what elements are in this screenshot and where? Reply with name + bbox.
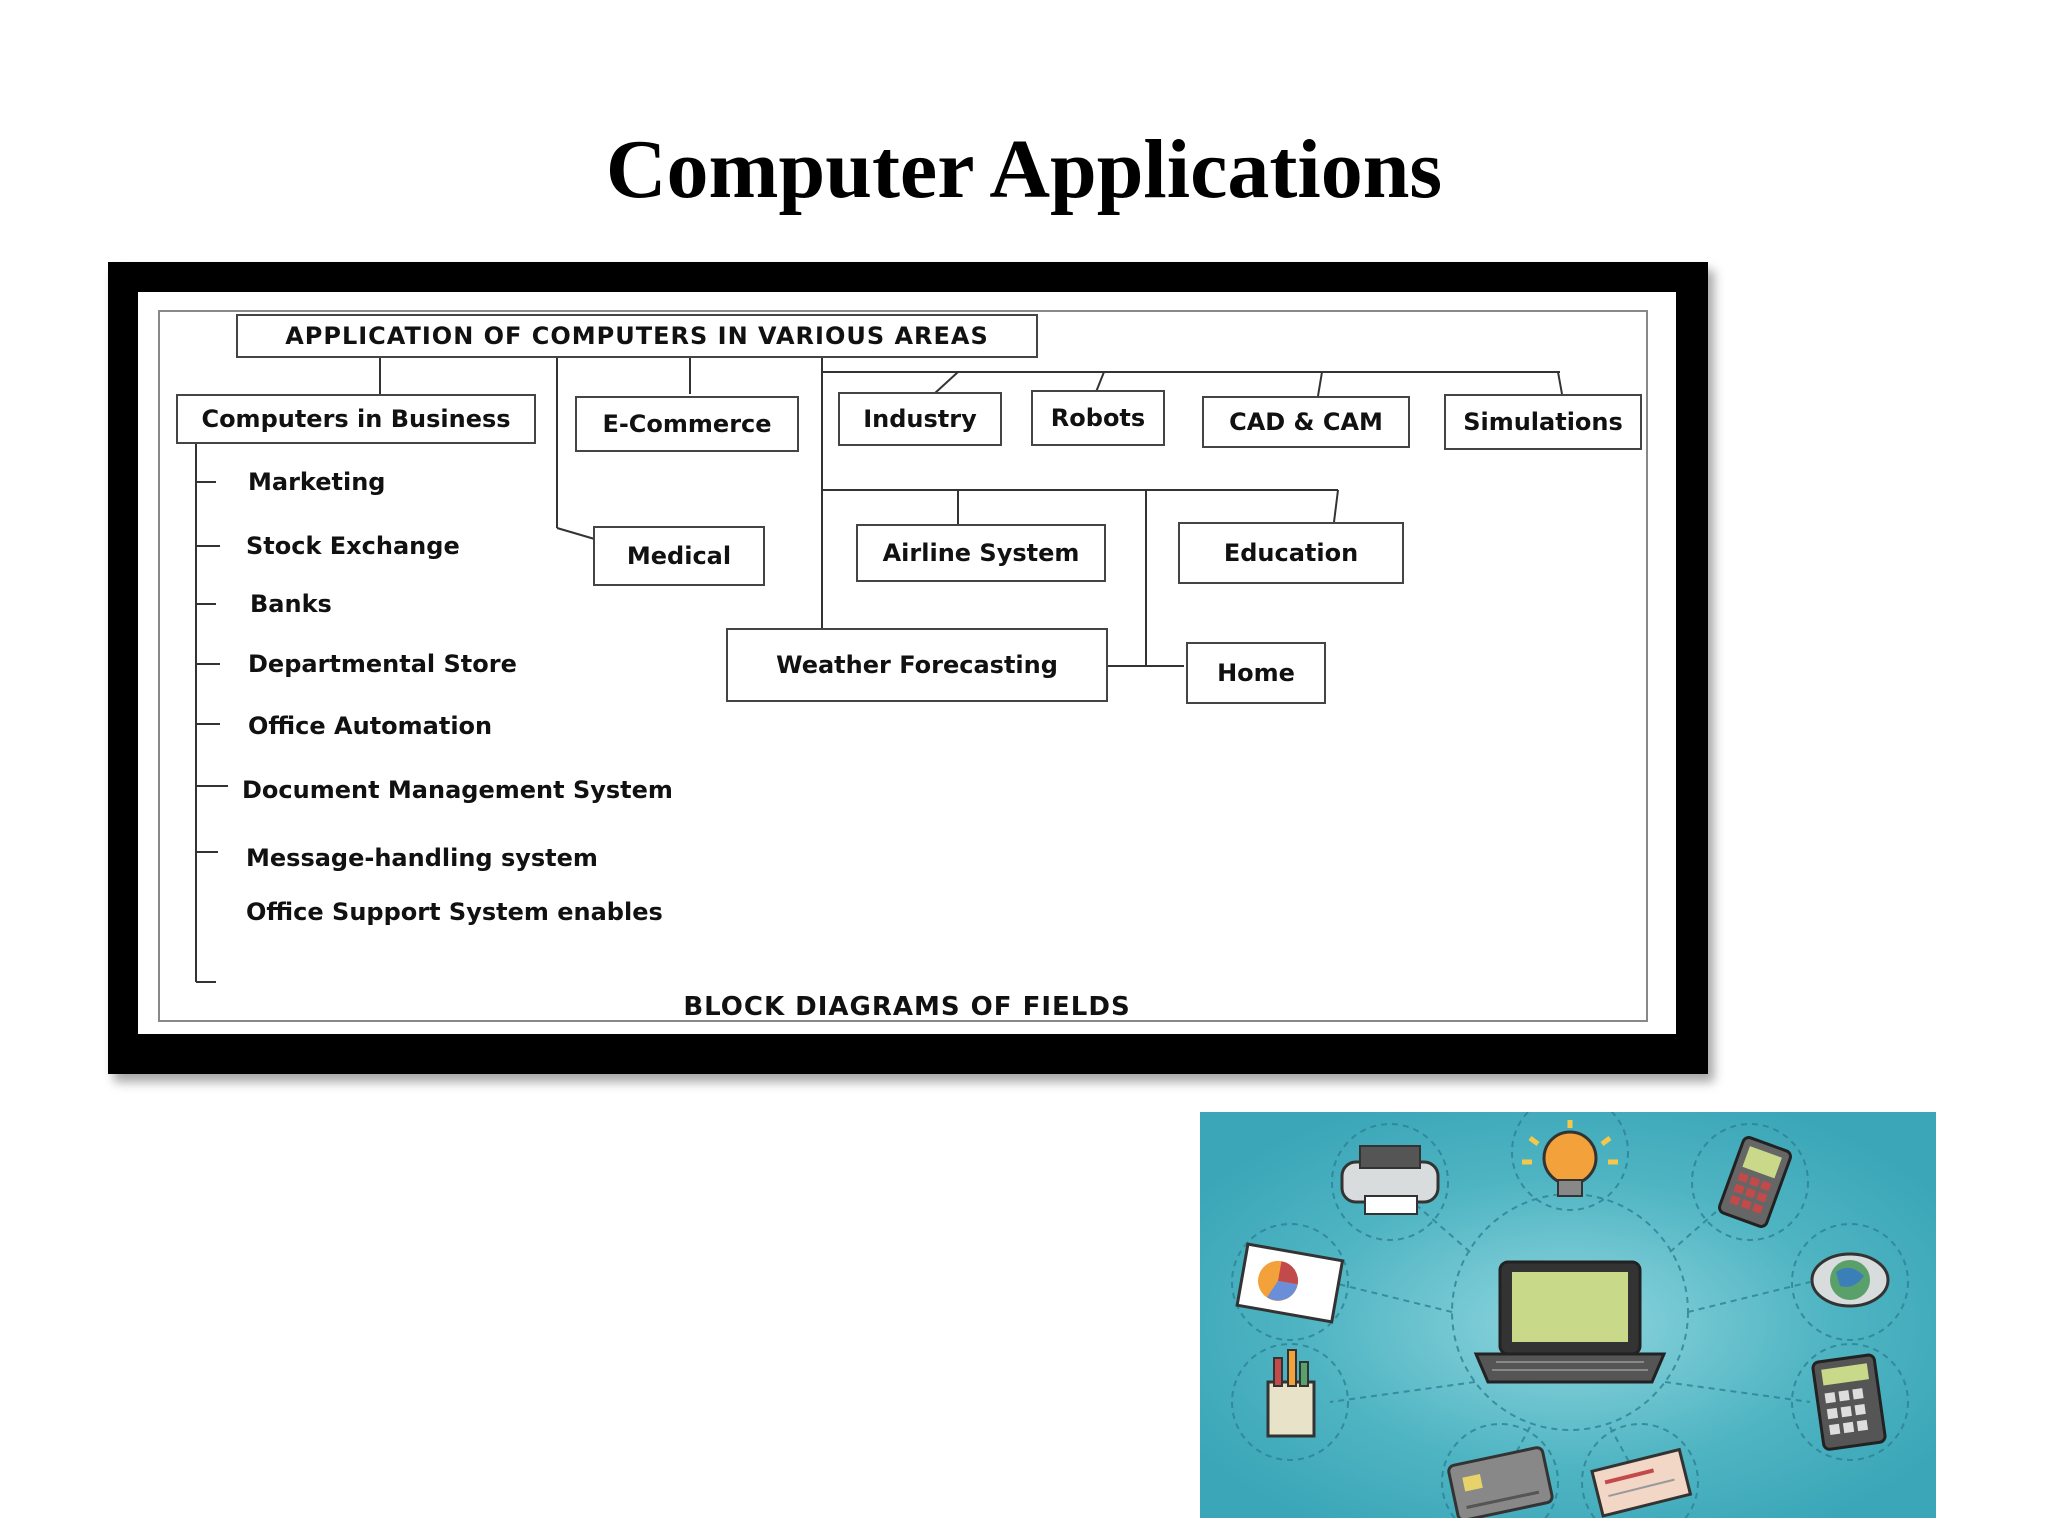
diagram-panel: APPLICATION OF COMPUTERS IN VARIOUS AREA… (138, 292, 1676, 1034)
diagram-caption: BLOCK DIAGRAMS OF FIELDS (683, 992, 1131, 1022)
industry-box: Industry (838, 392, 1002, 446)
home-box: Home (1186, 642, 1326, 704)
slide-title: Computer Applications (605, 123, 1443, 216)
pie-chart-icon (1235, 1242, 1345, 1324)
diagram-border (158, 310, 1648, 1022)
ecommerce-box: E-Commerce (575, 396, 799, 452)
robots-box: Robots (1031, 390, 1165, 446)
root-box: APPLICATION OF COMPUTERS IN VARIOUS AREA… (236, 314, 1038, 358)
business-item: Document Management System (242, 776, 673, 804)
business-item: Departmental Store (248, 650, 517, 678)
cadcam-box: CAD & CAM (1202, 396, 1410, 448)
calculator-icon (1811, 1353, 1887, 1451)
business-item: Message-handling system (246, 844, 598, 872)
simulations-box: Simulations (1444, 394, 1642, 450)
connector-lines (195, 348, 1563, 983)
education-box: Education (1178, 522, 1404, 584)
mobile-phone-icon (1718, 1136, 1792, 1228)
computer-applications-illustration (1200, 1112, 1936, 1518)
business-item: Stock Exchange (246, 532, 460, 560)
cheque-icon (1590, 1447, 1693, 1518)
business-box: Computers in Business (176, 394, 536, 444)
printer-icon (1340, 1145, 1440, 1215)
diagram-frame: APPLICATION OF COMPUTERS IN VARIOUS AREA… (108, 262, 1708, 1074)
credit-card-icon (1447, 1446, 1554, 1518)
business-item: Office Automation (248, 712, 493, 740)
business-item: Banks (250, 590, 332, 618)
globe-icon (1810, 1252, 1890, 1308)
lightbulb-icon (1522, 1120, 1618, 1197)
pencil-cup-icon (1266, 1349, 1316, 1438)
medical-box: Medical (593, 526, 765, 586)
airline-box: Airline System (856, 524, 1106, 582)
business-item: Marketing (248, 468, 386, 496)
business-item: Office Support System enables (246, 898, 663, 926)
weather-box: Weather Forecasting (726, 628, 1108, 702)
laptop-icon (1473, 1260, 1667, 1384)
